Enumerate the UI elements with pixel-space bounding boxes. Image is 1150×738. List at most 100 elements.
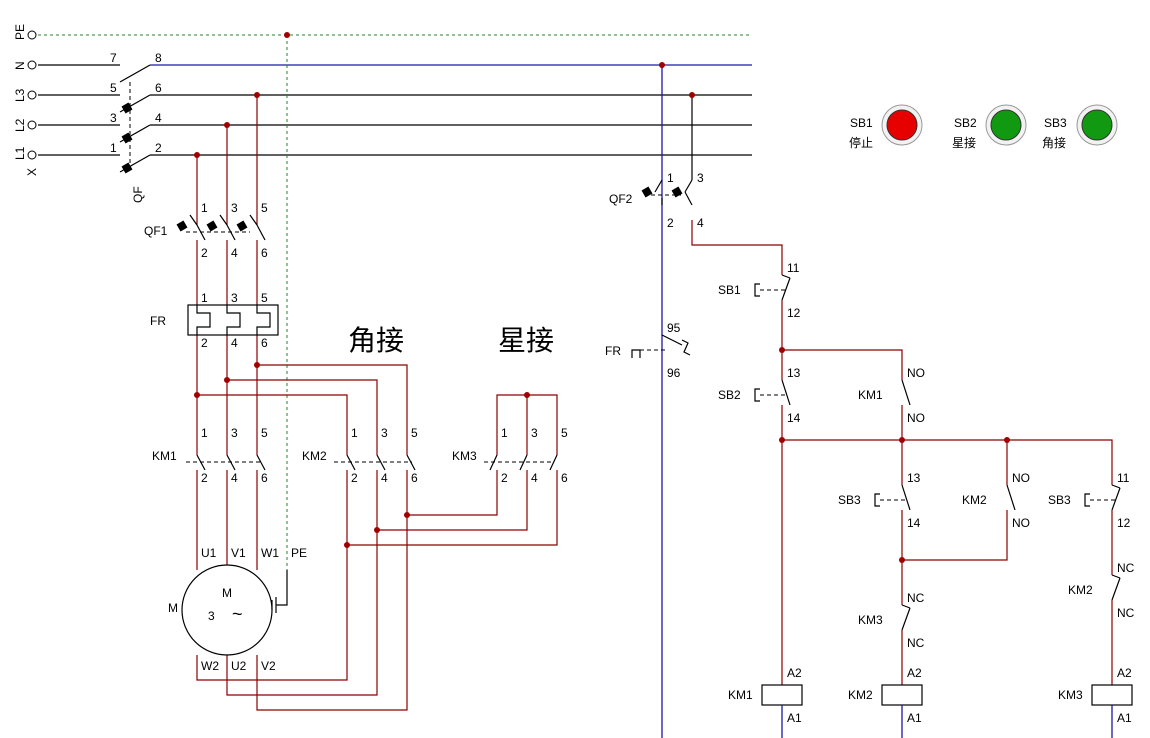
qf1-breaker: QF1 1 3 5 2 4 6	[144, 201, 268, 260]
sb1-top: 11	[787, 261, 800, 275]
km3-top-1: 1	[501, 426, 508, 440]
qf2-bottom-2: 2	[667, 216, 674, 230]
n-terminal	[27, 60, 37, 70]
qf1-bottom-4: 4	[231, 246, 238, 260]
qf2-bottom-4: 4	[697, 216, 704, 230]
fr-contact-bottom: 96	[667, 366, 681, 380]
sb3-no-bottom: 14	[907, 516, 921, 530]
km3-top-3: 3	[531, 426, 538, 440]
km3-label: KM3	[452, 449, 477, 463]
coil-km2: KM2 A2 A1	[848, 666, 923, 738]
qf2-label: QF2	[609, 192, 633, 206]
coil-km2-label: KM2	[848, 688, 873, 702]
motor-circle	[181, 564, 273, 656]
km3-bottom-2: 2	[501, 471, 508, 485]
qf-terminal-8: 8	[155, 51, 162, 65]
sb2-caption: 星接	[952, 135, 976, 150]
sb2-control-label: SB2	[718, 388, 741, 402]
km2-bottom-4: 4	[381, 471, 388, 485]
fr-bottom-6: 6	[261, 336, 268, 350]
sb1-bottom: 12	[787, 306, 801, 320]
km1-contacts: KM1 1 3 5 2 4 6	[152, 426, 268, 485]
km1-label: KM1	[152, 449, 177, 463]
km1-aux-bottom: NO	[907, 411, 925, 425]
sb1-indicator[interactable]: SB1 停止	[849, 104, 923, 150]
km1-top-5: 5	[261, 426, 268, 440]
km2-aux-top: NO	[1012, 471, 1030, 485]
sb2-button[interactable]	[990, 109, 1022, 141]
fr-contact-top: 95	[667, 321, 681, 335]
km2-aux-bottom: NO	[1012, 516, 1030, 530]
motor-m-inner: M	[222, 586, 232, 600]
km2-nc-label: KM2	[1068, 583, 1093, 597]
motor-pe: PE	[291, 546, 307, 560]
km2-nc-top: NC	[1117, 561, 1135, 575]
km3-nc-top: NC	[907, 591, 925, 605]
sb3-button[interactable]	[1081, 109, 1113, 141]
qf-breaker: 7 8 5 6 3 4 1 2 QF	[110, 51, 162, 203]
motor-ac-symbol: ~	[232, 604, 243, 624]
km1-bottom-4: 4	[231, 471, 238, 485]
coil-km2-a1: A1	[907, 711, 922, 725]
l2-label: L2	[13, 118, 27, 132]
km1-bottom-2: 2	[201, 471, 208, 485]
fr-bottom-4: 4	[231, 336, 238, 350]
km3-bottom-6: 6	[561, 471, 568, 485]
qf-terminal-1: 1	[110, 141, 117, 155]
fr-relay: FR 1 3 5 2 4 6	[150, 291, 279, 350]
button-panel: SB1 停止 SB2 星接 SB3 角接	[849, 104, 1118, 150]
sb3-nc-bottom: 12	[1117, 516, 1131, 530]
sb3-indicator[interactable]: SB3 角接	[1042, 104, 1118, 150]
l1-label: L1	[13, 146, 27, 160]
motor-w2: W2	[201, 659, 219, 673]
sb1-button[interactable]	[886, 109, 918, 141]
sb1-id: SB1	[850, 116, 873, 130]
km1-aux-top: NO	[907, 366, 925, 380]
motor-v1: V1	[231, 546, 246, 560]
l1-terminal	[27, 150, 37, 160]
km1-bottom-6: 6	[261, 471, 268, 485]
pe-terminal	[27, 30, 37, 40]
bus-lines: PE N L3 L2 L1 X	[13, 24, 752, 176]
coil-km3-a1: A1	[1117, 711, 1132, 725]
km1-aux-label: KM1	[858, 388, 883, 402]
motor-v2: V2	[261, 659, 276, 673]
km3-nc-bottom: NC	[907, 636, 925, 650]
motor-phases: 3	[208, 609, 215, 623]
qf2-top-1: 1	[667, 171, 674, 185]
coil-km3-a2: A2	[1117, 666, 1132, 680]
qf1-top-5: 5	[261, 201, 268, 215]
fr-top-5: 5	[261, 291, 268, 305]
km2-nc-bottom: NC	[1117, 606, 1135, 620]
sb3-caption: 角接	[1042, 135, 1066, 150]
qf1-bottom-2: 2	[201, 246, 208, 260]
motor-w1: W1	[261, 546, 279, 560]
qf1-top-3: 3	[231, 201, 238, 215]
motor-u1: U1	[201, 546, 217, 560]
km2-aux-label: KM2	[962, 493, 987, 507]
qf1-bottom-6: 6	[261, 246, 268, 260]
sb3-nc-label: SB3	[1048, 493, 1071, 507]
coil-km1: KM1 A2 A1	[728, 666, 803, 738]
km2-label: KM2	[302, 449, 327, 463]
sb2-indicator[interactable]: SB2 星接	[952, 104, 1027, 150]
qf-terminal-6: 6	[155, 81, 162, 95]
qf-terminal-7: 7	[110, 51, 117, 65]
km3-nc-label: KM3	[858, 613, 883, 627]
sb1-control-label: SB1	[718, 283, 741, 297]
delta-heading: 角接	[348, 324, 404, 357]
star-heading: 星接	[498, 324, 554, 357]
sb1-caption: 停止	[849, 135, 873, 150]
fr-top-1: 1	[201, 291, 208, 305]
fr-contact-label: FR	[605, 344, 621, 358]
km1-top-1: 1	[201, 426, 208, 440]
km2-bottom-2: 2	[351, 471, 358, 485]
n-label: N	[13, 61, 27, 70]
l3-label: L3	[13, 88, 27, 102]
coil-km3: KM3 A2 A1	[1058, 666, 1133, 738]
qf-terminal-2: 2	[155, 141, 162, 155]
km2-bottom-6: 6	[411, 471, 418, 485]
qf-terminal-4: 4	[155, 111, 162, 125]
km3-top-5: 5	[561, 426, 568, 440]
km1-top-3: 3	[231, 426, 238, 440]
